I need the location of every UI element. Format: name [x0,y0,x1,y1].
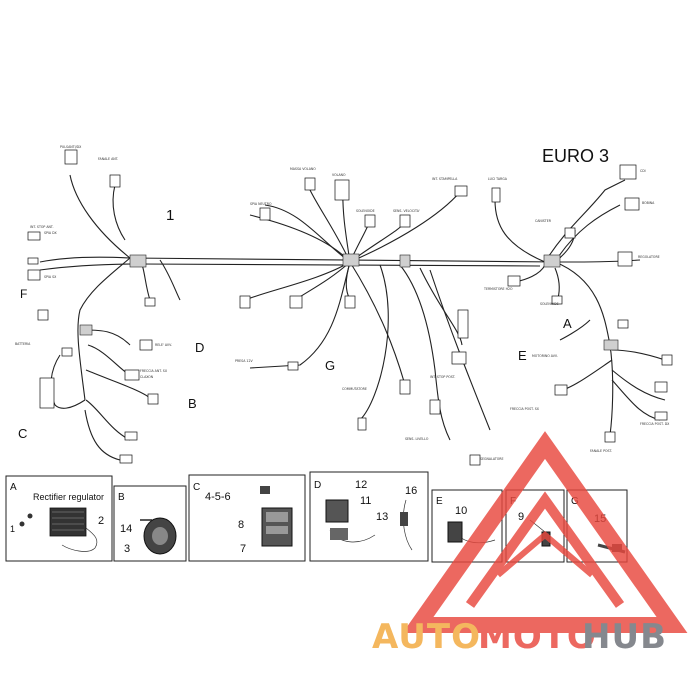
detail-box-title: Rectifier regulator [33,492,104,502]
detail-box-c: C 4-5-6 8 7 [188,474,306,562]
connector-label: PULSANTI/DX [60,145,82,149]
section-letter-g: G [325,358,335,373]
section-letter-e: E [518,348,527,363]
section-letter-c: C [18,426,27,441]
part-number: 10 [455,505,467,517]
connector-label: SENS. VELOCITA' [393,209,420,213]
automotohub-watermark: AUTO MOTO HUB [372,431,688,657]
detail-box-d: D 12 11 13 16 [309,471,429,562]
part-number: 4-5-6 [205,491,231,503]
part-number: 16 [405,485,417,497]
connector-label: INT. STOP POST. [430,375,455,379]
section-letter-a: A [563,316,572,331]
connector-label: INT. STAMPELLA [432,177,458,181]
connector-label: SPIA DX [44,231,58,235]
watermark-text-auto: AUTO [372,617,481,657]
harness-tape-bands [79,253,619,351]
diagram-title: EURO 3 [542,146,609,166]
part-number: 1 [10,524,15,534]
sensor-icon [447,521,463,543]
part-number: 9 [518,511,524,523]
part-number: 8 [238,519,244,531]
detail-box-letter: D [314,480,321,491]
connector-label: CLAXON [140,375,154,379]
detail-box-letter: A [10,482,17,493]
fuse-icon [260,486,270,494]
connector-label: PRESA 12V [235,359,253,363]
connector-label: FANALE POST. [590,449,612,453]
detail-box-b: B 14 3 [113,485,187,562]
detail-box-a: A Rectifier regulator 2 1 [5,475,113,562]
section-letter-d: D [195,340,204,355]
part-number: 13 [376,511,388,523]
connector-label: FRECCIA POST. DX [640,422,670,426]
relay-icon [325,499,349,523]
connector-label: MASSA VOLANO [290,167,316,171]
connector-label: LUCI TARGA [488,177,508,181]
part-number: 14 [120,523,132,535]
connector-label: BOBINA [642,201,655,205]
connector-label: SEGNALATORE [480,457,504,461]
connector-label: SENS. LIVELLO [405,437,429,441]
detail-box-letter: G [571,496,579,507]
main-harness-ref: 1 [166,207,174,224]
connector-label: INT. STOP ANT. [30,225,53,229]
part-number: 7 [240,543,246,555]
connector-label: BATTERIA [15,342,31,346]
watermark-text-hub: HUB [582,617,667,657]
connector-label: TERMISTORE H2O [483,287,513,291]
connectors [27,149,673,466]
part-number: 11 [360,495,371,507]
part-number: 12 [355,479,367,491]
part-number: 3 [124,543,130,555]
detail-box-letter: C [193,482,200,493]
connector-label: CDI [640,169,646,173]
connector-label: FANALE ANT. [98,157,118,161]
connector-label: COMMUTATORE [342,387,367,391]
connector-label-group: PULSANTI/DX FANALE ANT. SPIA DX SPIA SX … [15,145,670,461]
watermark-text-moto: MOTO [478,617,597,657]
connector-label: SOLENOIDE [356,209,375,213]
rectifier-regulator-icon [49,507,87,537]
connector-label: MOTORINO AVV. [532,354,558,358]
connector-label: FRECCIA ANT. SX [140,369,168,373]
connector-label: SPIA SX [44,275,57,279]
connector-label: RELE' AVV. [155,343,172,347]
section-letter-b: B [188,396,197,411]
detail-box-letter: E [436,496,443,507]
section-letter-f: F [20,287,27,301]
connector-label: FRECCIA POST. SX [510,407,540,411]
connector-label: SPIA NEUTRO [250,202,272,206]
detail-box-letter: B [118,492,125,503]
connector-label: VOLANO [332,173,346,177]
part-number: 2 [98,515,104,527]
connector-label: CANISTER [535,219,552,223]
connector-label: SOLENOIDE [540,302,559,306]
connector-label: REGOLATORE [638,255,660,259]
